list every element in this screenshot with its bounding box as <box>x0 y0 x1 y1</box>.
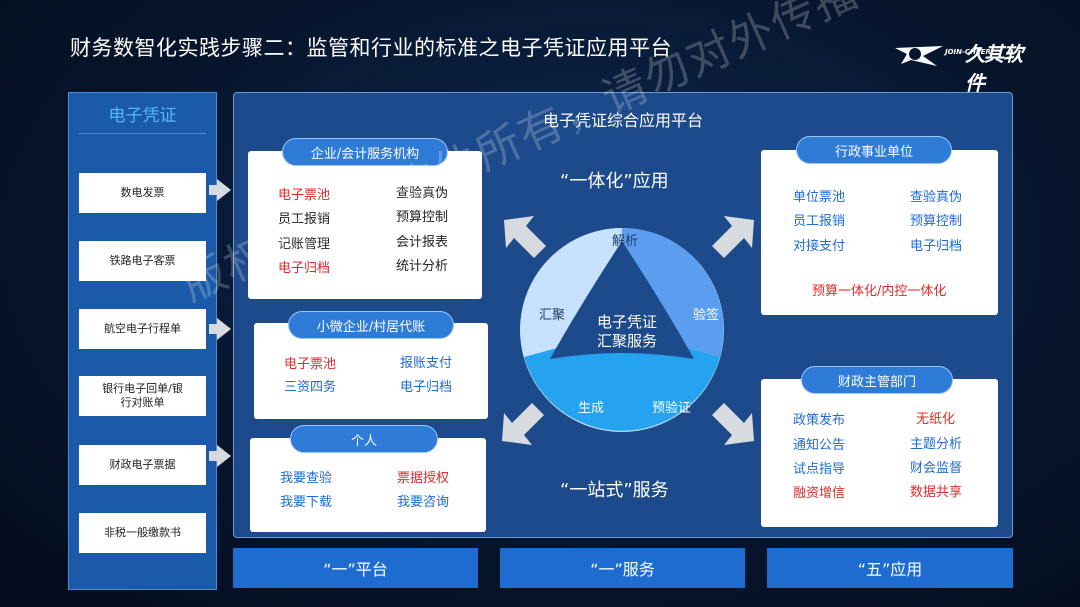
source-item: 铁路电子客票 <box>79 241 206 281</box>
ring-diagram <box>520 228 724 432</box>
finance-label: 财政主管部门 <box>801 366 953 394</box>
company-logo: JOIN-CHEER 久其软件 <box>893 40 1033 95</box>
platform-title: 电子凭证综合应用平台 <box>542 111 703 130</box>
arrow-up-left-icon <box>504 216 546 258</box>
feature-item: 电子归档 <box>910 239 963 254</box>
divider <box>79 133 206 134</box>
arrow-down-left-icon <box>502 403 544 445</box>
small-business-card: 电子票池 报账支付 三资四务 电子归档 <box>254 323 488 419</box>
feature-item: 三资四务 <box>284 380 337 395</box>
logo-en: JOIN-CHEER <box>945 48 991 56</box>
feature-item: 我要下载 <box>280 495 333 510</box>
arrow-right-icon <box>209 445 231 467</box>
ring-label-preverify: 预验证 <box>652 401 692 416</box>
source-item: 数电发票 <box>79 173 206 213</box>
feature-item: 电子票池 <box>278 188 331 203</box>
feature-item: 统计分析 <box>396 259 449 274</box>
feature-item: 财会监督 <box>910 461 963 476</box>
center-line2: 汇聚服务 <box>597 332 658 350</box>
feature-item: 预算控制 <box>910 214 963 229</box>
feature-item: 查验真伪 <box>910 190 963 205</box>
ring-label-aggregate: 汇聚 <box>539 308 566 323</box>
feature-item: 无纸化 <box>916 412 956 427</box>
enterprise-label: 企业/会计服务机构 <box>282 138 448 166</box>
feature-item: 主题分析 <box>910 437 963 452</box>
feature-item: 电子归档 <box>400 380 453 395</box>
feature-item: 票据授权 <box>397 471 450 486</box>
feature-item: 我要咨询 <box>397 495 450 510</box>
feature-item: 融资增信 <box>793 486 846 501</box>
ring-label-parse: 解析 <box>612 234 639 249</box>
feature-item: 我要查验 <box>280 471 333 486</box>
bottom-tag-platform: “一”平台 <box>233 548 478 588</box>
finance-card: 政策发布 无纸化 通知公告 主题分析 试点指导 财会监督 融资增信 数据共享 <box>761 379 998 527</box>
bottom-tag-service: “一”服务 <box>500 548 745 588</box>
feature-item: 政策发布 <box>793 413 846 428</box>
personal-card: 我要查验 票据授权 我要下载 我要咨询 <box>250 438 486 532</box>
arrow-up-right-icon <box>712 216 754 258</box>
enterprise-card: 电子票池 查验真伪 员工报销 预算控制 记账管理 会计报表 电子归档 统计分析 <box>248 151 482 299</box>
ring-label-verify: 验签 <box>693 308 720 323</box>
feature-item: 员工报销 <box>278 212 331 227</box>
page-title: 财务数智化实践步骤二：监管和行业的标准之电子凭证应用平台 <box>70 36 672 60</box>
slogan-one-stop: “一站式”服务 <box>560 480 669 501</box>
center-line1: 电子凭证 <box>597 313 658 331</box>
feature-item: 会计报表 <box>396 235 449 250</box>
logo-emblem-icon <box>895 46 943 66</box>
feature-item: 通知公告 <box>793 438 846 453</box>
feature-item: 查验真伪 <box>396 186 449 201</box>
admin-unit-label: 行政事业单位 <box>796 136 952 164</box>
platform-panel: 电子凭证综合应用平台 电子票池 查验真伪 员工报销 预算控制 记账管理 会计报表… <box>233 92 1013 538</box>
admin-footer: 预算一体化/内控一体化 <box>812 284 947 299</box>
source-item: 财政电子票据 <box>79 445 206 485</box>
feature-item: 电子票池 <box>284 357 337 372</box>
ring-label-generate: 生成 <box>578 401 605 416</box>
source-item: 航空电子行程单 <box>79 309 206 349</box>
admin-unit-card: 单位票池 查验真伪 员工报销 预算控制 对接支付 电子归档 预算一体化/内控一体… <box>761 150 998 315</box>
logo-cn: 久其软件 <box>965 42 1023 95</box>
arrow-down-right-icon <box>712 403 754 445</box>
feature-item: 员工报销 <box>793 214 846 229</box>
voucher-sources-panel: 电子凭证 数电发票 铁路电子客票 航空电子行程单 银行电子回单/银行对账单 财政… <box>68 92 217 590</box>
feature-item: 预算控制 <box>396 210 449 225</box>
source-item: 非税一般缴款书 <box>79 513 206 553</box>
feature-item: 对接支付 <box>793 239 846 254</box>
small-business-label: 小微企业/村居代账 <box>288 311 454 339</box>
feature-item: 报账支付 <box>400 356 453 371</box>
source-item: 银行电子回单/银行对账单 <box>79 376 206 416</box>
feature-item: 记账管理 <box>278 237 331 252</box>
center-label: 电子凭证 汇聚服务 <box>597 313 657 351</box>
slogan-integrated: “一体化”应用 <box>560 171 669 192</box>
inner-triangle <box>550 241 694 359</box>
feature-item: 数据共享 <box>910 485 963 500</box>
personal-label: 个人 <box>290 425 438 453</box>
arrow-right-icon <box>209 179 231 201</box>
feature-item: 单位票池 <box>793 190 846 205</box>
arrow-right-icon <box>209 318 231 340</box>
feature-item: 电子归档 <box>278 261 331 276</box>
feature-item: 试点指导 <box>793 462 846 477</box>
bottom-tag-application: “五”应用 <box>767 548 1013 588</box>
voucher-sources-title: 电子凭证 <box>108 106 177 126</box>
